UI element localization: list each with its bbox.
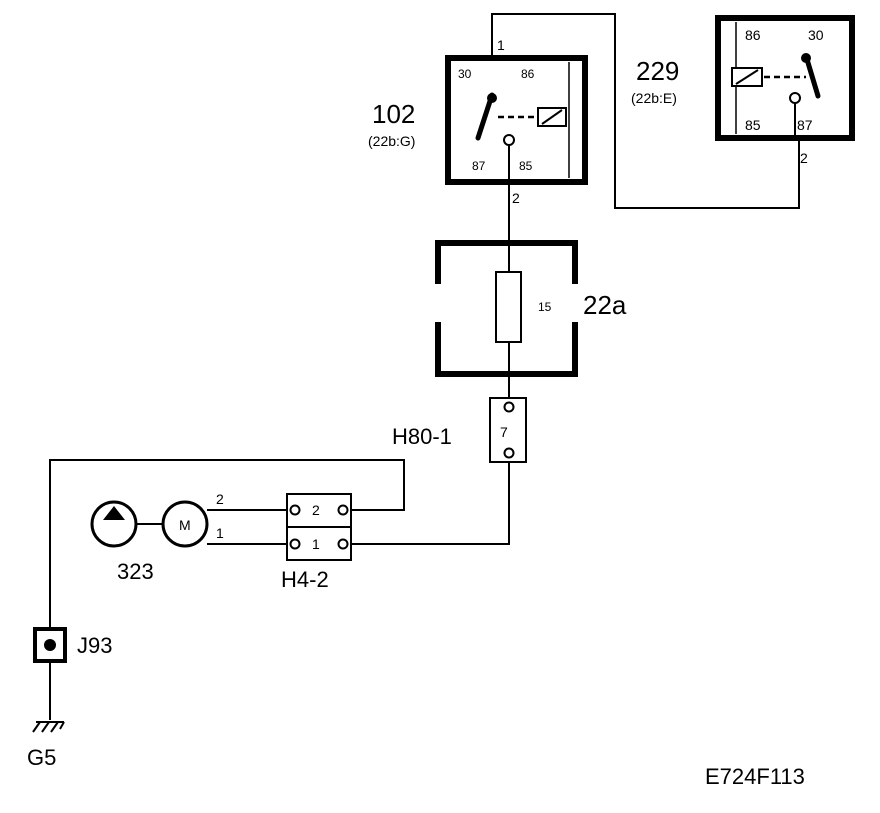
connector-h4-pin2-left [289, 504, 301, 516]
relay-102-pin-30: 30 [458, 67, 472, 81]
connector-h4-pin2-right [337, 504, 349, 516]
motor-label: 323 [117, 559, 154, 584]
j93-label: J93 [77, 633, 112, 658]
relay-229-pin-85: 85 [745, 117, 761, 133]
relay-102-pin-86: 86 [521, 67, 535, 81]
relay-229-pin-30: 30 [808, 27, 824, 43]
relay-229: 86 30 85 87 229 (22b:E) [631, 15, 855, 141]
relay-102-frame [445, 55, 588, 185]
relay-102-label: 102 [372, 99, 415, 129]
connector-h4-2: 2 1 H4-2 [281, 493, 352, 592]
wire-h80-to-h4 [344, 457, 510, 545]
g5-label: G5 [27, 745, 56, 770]
motor-letter: M [179, 517, 191, 533]
relay-229-pivot [801, 53, 811, 63]
ground-point-j93: J93 [33, 627, 112, 663]
relay-102-coil-slash [541, 109, 563, 125]
connector-h4-pin-bottom: 1 [312, 536, 320, 552]
relay-229-label: 229 [636, 56, 679, 86]
relay-102: 30 86 87 85 102 (22b:G) [368, 55, 588, 185]
pump-motor-323: M 323 [90, 500, 209, 584]
wire-h4-to-ground [49, 459, 405, 635]
connector-h80-1: 7 H80-1 [392, 397, 527, 463]
fuse-number: 15 [538, 300, 552, 314]
ground-g5: G5 [27, 721, 65, 770]
wire-label-relay229-out: 2 [800, 150, 808, 166]
pump-triangle-icon [103, 506, 125, 520]
connector-h4-pin1-left [289, 538, 301, 550]
relay-229-pin-87: 87 [797, 117, 813, 133]
relay-102-pin-85: 85 [519, 159, 533, 173]
wire-label-motor-2: 2 [216, 491, 224, 507]
wire-label-relay102-pin1: 1 [497, 37, 505, 53]
relay-102-pivot [487, 93, 497, 103]
wire-label-relay102-out: 2 [512, 190, 520, 206]
relay-229-frame [715, 15, 855, 141]
pump-symbol [90, 500, 138, 548]
relay-229-ref: (22b:E) [631, 90, 677, 106]
connector-h80-pin-number: 7 [500, 424, 508, 440]
wire-label-motor-1: 1 [216, 525, 224, 541]
relay-102-pin-87: 87 [472, 159, 486, 173]
connector-h4-label: H4-2 [281, 567, 329, 592]
connector-h80-pin-bottom [503, 447, 515, 459]
wire-102-to-229 [491, 13, 800, 209]
connector-h4-pin-top: 2 [312, 502, 320, 518]
relay-102-contact [503, 134, 515, 146]
connector-h4-pin1-right [337, 538, 349, 550]
relay-229-contact [789, 92, 801, 104]
fuse-15 [495, 271, 522, 343]
motor-symbol [161, 500, 209, 548]
relay-102-ref: (22b:G) [368, 133, 415, 149]
connector-h80-label: H80-1 [392, 424, 452, 449]
ground-icon [32, 721, 65, 733]
fusebox-22a: 15 22a [435, 240, 627, 377]
wires [49, 13, 800, 720]
fusebox-label: 22a [583, 290, 627, 320]
relay-229-coil-slash [735, 69, 759, 85]
j93-dot [44, 639, 56, 651]
fusebox-frame [435, 240, 578, 377]
relay-229-switch-arm [803, 53, 821, 99]
connector-h80-pin-top [503, 401, 515, 413]
figure-code: E724F113 [705, 764, 805, 789]
relay-229-pin-86: 86 [745, 27, 761, 43]
